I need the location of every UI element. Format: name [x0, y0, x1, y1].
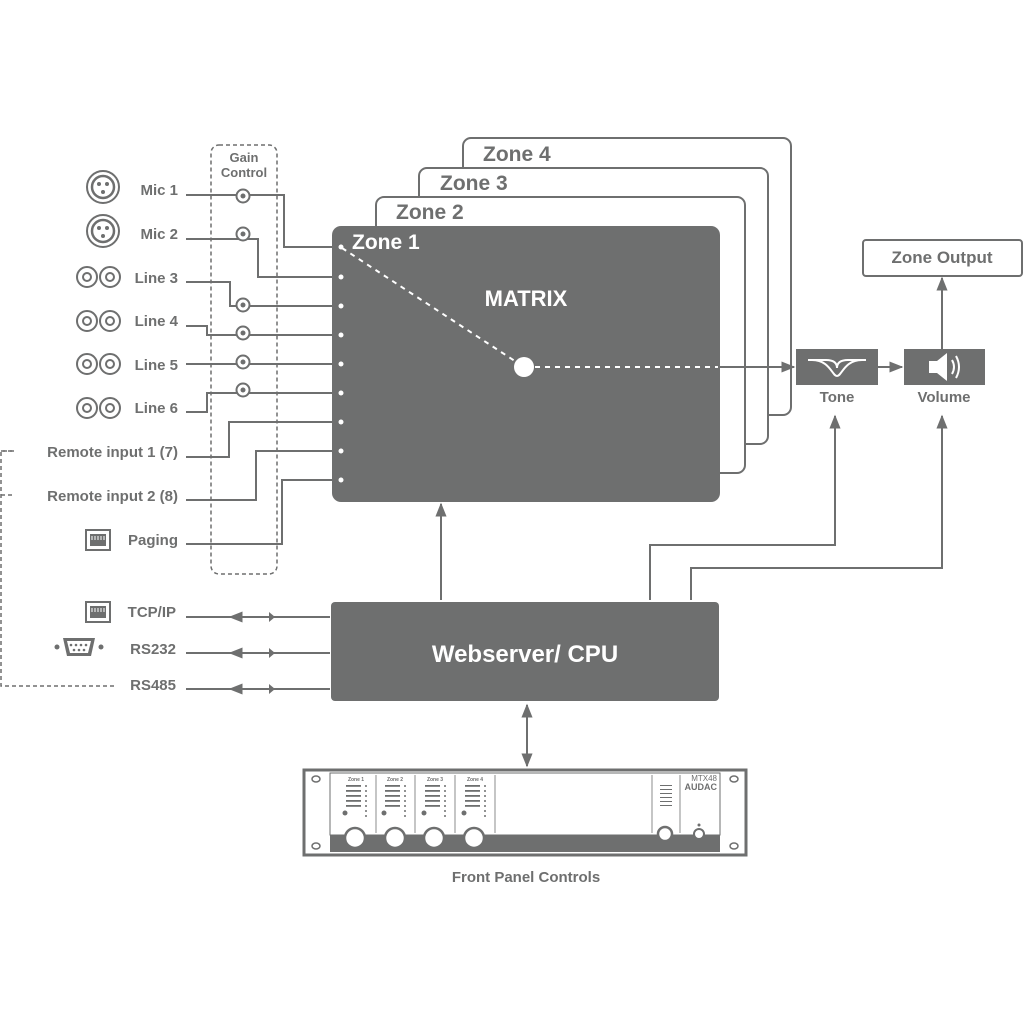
- rj45-icon: [85, 601, 111, 623]
- input-label-line-3: Line 3: [135, 270, 178, 287]
- webserver-cpu-label: Webserver/ CPU: [432, 641, 618, 668]
- front-panel-brand: AUDAC: [685, 782, 718, 792]
- gain-control-label-line2: Control: [221, 165, 267, 180]
- front-panel-device: [302, 768, 748, 857]
- matrix-crosspoint-node: [514, 357, 534, 377]
- input-label-paging: Paging: [128, 532, 178, 549]
- front-panel-model: MTX48: [691, 774, 717, 783]
- rca-pair-icon: [76, 353, 121, 375]
- gain-control-box: [210, 144, 278, 575]
- front-panel-zone-2-label: Zone 2: [387, 777, 403, 783]
- rca-pair-icon: [76, 397, 121, 419]
- zone-1-label: Zone 1: [352, 231, 420, 254]
- gain-knob-centers: [240, 193, 246, 393]
- interface-label-rs485: RS485: [130, 677, 176, 694]
- db9-icon: [54, 638, 104, 656]
- input-label-mic-2: Mic 2: [140, 226, 178, 243]
- xlr-icon: [86, 214, 120, 248]
- cpu-to-volume-wire: [690, 414, 948, 600]
- rs485-arrow-head: [269, 684, 275, 694]
- matrix-route-line: [341, 247, 525, 368]
- front-panel-speaker-grille: [660, 785, 672, 806]
- front-panel-headphone-jack: [693, 823, 705, 840]
- tone-filter-icon: [808, 359, 866, 369]
- input-label-remote-2: Remote input 2 (8): [47, 488, 178, 505]
- front-panel-caption: Front Panel Controls: [452, 869, 600, 886]
- front-panel-zone-4-label: Zone 4: [467, 777, 483, 783]
- front-panel-zone-3-label: Zone 3: [427, 777, 443, 783]
- volume-label: Volume: [917, 389, 970, 406]
- input-wires: [186, 194, 332, 545]
- front-panel-volume-knobs: [343, 825, 674, 850]
- gain-knob-icons: [235, 188, 251, 398]
- rs485-remote-bus: [0, 450, 116, 687]
- tone-filter-icon-curve: [811, 359, 863, 378]
- input-label-line-4: Line 4: [135, 313, 179, 330]
- tcpip-arrow-head: [269, 612, 275, 622]
- input-label-mic-1: Mic 1: [140, 182, 178, 199]
- zone-output-box: [862, 239, 1023, 277]
- front-panel-led-meters: [342, 785, 486, 817]
- tone-label: Tone: [820, 389, 855, 406]
- webserver-cpu-block: [331, 602, 719, 701]
- input-label-line-6: Line 6: [135, 400, 178, 417]
- rs232-arrow-head: [269, 648, 275, 658]
- zone-4-label: Zone 4: [483, 143, 551, 166]
- speaker-icon: [929, 353, 960, 381]
- zone-2-label: Zone 2: [396, 201, 464, 224]
- gain-control-label-line1: Gain: [230, 150, 259, 165]
- rca-pair-icon: [76, 310, 121, 332]
- rj45-icon: [85, 529, 111, 551]
- input-label-remote-1: Remote input 1 (7): [47, 444, 178, 461]
- interface-label-rs232: RS232: [130, 641, 176, 658]
- cpu-to-tone-wire: [649, 414, 841, 600]
- matrix-label: MATRIX: [485, 286, 568, 311]
- interface-label-tcpip: TCP/IP: [128, 604, 176, 621]
- xlr-icon: [86, 170, 120, 204]
- zone-3-label: Zone 3: [440, 172, 508, 195]
- input-label-line-5: Line 5: [135, 357, 178, 374]
- front-panel-zone-1-label: Zone 1: [348, 777, 364, 783]
- zone-output-label: Zone Output: [891, 248, 992, 267]
- rca-pair-icon: [76, 266, 121, 288]
